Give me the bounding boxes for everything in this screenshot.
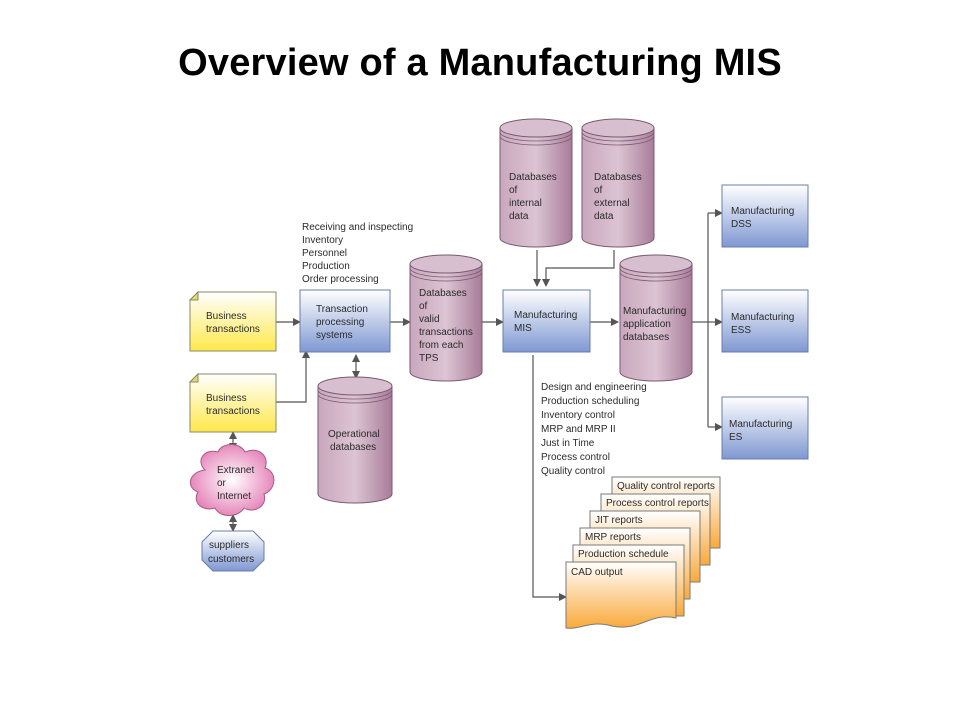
- suppliers-customers-octagon: suppliers customers: [201, 530, 265, 572]
- ess-line-0: Manufacturing: [731, 312, 794, 323]
- valid-db-line-5: TPS: [419, 353, 439, 364]
- internal-data-databases: Databases of internal data: [499, 118, 573, 248]
- suppliers-line-0: suppliers: [209, 540, 249, 551]
- app-db-line-0: Manufacturing: [623, 306, 686, 317]
- business-transactions-note-2: Business transactions: [188, 372, 277, 433]
- mis-line-0: Manufacturing: [514, 310, 577, 321]
- mis-line-1: MIS: [514, 323, 532, 334]
- mis-function: Just in Time: [541, 438, 595, 449]
- connectors: [229, 209, 723, 601]
- business-transactions-1-line-0: Business: [206, 311, 247, 322]
- extranet-cloud-icon: Extranet or Internet: [189, 444, 275, 516]
- cloud-line-1: or: [217, 478, 227, 489]
- arrow-external-to-mis: [542, 250, 615, 287]
- es-line-1: ES: [729, 432, 743, 443]
- manufacturing-dss-box: Manufacturing DSS: [721, 184, 809, 248]
- internal-db-line-3: data: [509, 211, 529, 222]
- internal-db-line-1: of: [509, 185, 518, 196]
- tps-line-0: Transaction: [316, 304, 368, 315]
- external-data-databases: Databases of external data: [581, 118, 655, 248]
- manufacturing-ess-box: Manufacturing ESS: [721, 289, 809, 353]
- tps-box: Transaction processing systems: [299, 289, 391, 353]
- tps-line-1: processing: [316, 317, 364, 328]
- report-cad-output: CAD output: [565, 561, 677, 629]
- external-db-line-2: external: [594, 198, 630, 209]
- business-transactions-2-line-0: Business: [206, 393, 247, 404]
- tps-activity: Inventory: [302, 235, 343, 246]
- external-db-line-3: data: [594, 211, 614, 222]
- valid-db-line-1: of: [419, 301, 428, 312]
- operational-db-line-1: databases: [330, 442, 376, 453]
- report-label: CAD output: [571, 567, 623, 578]
- dss-line-1: DSS: [731, 219, 752, 230]
- report-label: Quality control reports: [617, 481, 715, 492]
- ess-line-1: ESS: [731, 325, 751, 336]
- valid-transactions-databases: Databases of valid transactions from eac…: [409, 254, 483, 382]
- tps-activities-list: Receiving and inspecting Inventory Perso…: [302, 222, 413, 285]
- operational-databases: Operational databases: [317, 376, 393, 504]
- arrow-bt2-to-tps: [276, 350, 310, 403]
- external-db-line-0: Databases: [594, 172, 642, 183]
- app-db-line-2: databases: [623, 332, 669, 343]
- mis-function: Design and engineering: [541, 382, 647, 393]
- valid-db-line-0: Databases: [419, 288, 467, 299]
- app-db-line-1: application: [623, 319, 671, 330]
- suppliers-line-1: customers: [208, 554, 254, 565]
- es-line-0: Manufacturing: [729, 419, 792, 430]
- cloud-line-2: Internet: [217, 491, 251, 502]
- internal-db-line-0: Databases: [509, 172, 557, 183]
- operational-db-line-0: Operational: [328, 429, 380, 440]
- mis-function: Production scheduling: [541, 396, 639, 407]
- business-transactions-2-line-1: transactions: [206, 406, 260, 417]
- business-transactions-1-line-1: transactions: [206, 324, 260, 335]
- tps-activity: Production: [302, 261, 350, 272]
- tps-activity: Receiving and inspecting: [302, 222, 413, 233]
- mis-function: Quality control: [541, 466, 605, 477]
- page-title: Overview of a Manufacturing MIS: [178, 42, 782, 84]
- internal-db-line-2: internal: [509, 198, 542, 209]
- tps-activity: Personnel: [302, 248, 347, 259]
- tps-activity: Order processing: [302, 274, 379, 285]
- arrow-mis-to-reports: [532, 355, 567, 601]
- mis-function: Inventory control: [541, 410, 615, 421]
- mis-function: Process control: [541, 452, 610, 463]
- report-label: Production schedule: [578, 549, 669, 560]
- tps-line-2: systems: [316, 330, 353, 341]
- report-label: JIT reports: [595, 515, 643, 526]
- mis-functions-list: Design and engineering Production schedu…: [541, 382, 647, 477]
- valid-db-line-2: valid: [419, 314, 440, 325]
- manufacturing-es-box: Manufacturing ES: [721, 396, 809, 460]
- manufacturing-mis-box: Manufacturing MIS: [502, 289, 591, 353]
- report-label: Process control reports: [606, 498, 709, 509]
- business-transactions-note-1: Business transactions: [188, 290, 277, 352]
- application-databases: Manufacturing application databases: [619, 254, 693, 382]
- external-db-line-1: of: [594, 185, 603, 196]
- mis-function: MRP and MRP II: [541, 424, 616, 435]
- valid-db-line-3: transactions: [419, 327, 473, 338]
- dss-line-0: Manufacturing: [731, 206, 794, 217]
- report-stack: Quality control reports Process control …: [565, 476, 721, 629]
- report-label: MRP reports: [585, 532, 641, 543]
- cloud-line-0: Extranet: [217, 465, 254, 476]
- valid-db-line-4: from each: [419, 340, 463, 351]
